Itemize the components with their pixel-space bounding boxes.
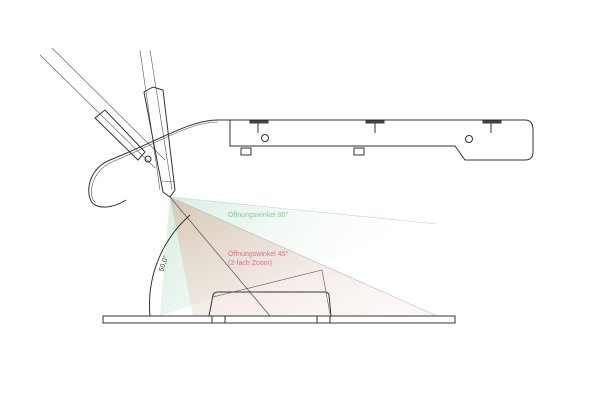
camera-head: [143, 86, 176, 198]
base-plate: [102, 315, 456, 324]
fov-90-label: Öffnungswinkel 90°: [228, 211, 288, 219]
top-housing: [218, 119, 534, 161]
mount-bracket: [88, 119, 219, 208]
screw-icons: [249, 120, 502, 133]
housing-hole: [261, 134, 269, 142]
mount-bracket-inner: [91, 121, 219, 204]
angle-arc: [149, 214, 191, 317]
camera-arm-edge: [139, 49, 161, 191]
fov-45-sublabel: (2-fach Zoom): [228, 260, 272, 267]
left-arm-edge: [51, 47, 166, 161]
foot-1: [240, 147, 252, 156]
foot-2: [353, 147, 365, 156]
holder-foot-right: [316, 315, 331, 324]
camera-lens-edge: [161, 180, 176, 183]
camera-arm-edge: [149, 49, 173, 191]
document-holder-tilted-edge: [212, 269, 331, 315]
housing-hole: [465, 135, 473, 143]
fov-90-upper-ray: [169, 196, 438, 225]
fov-45-lower-ray: [169, 196, 438, 317]
arm-joint-left: [94, 109, 146, 161]
left-arm-edge: [39, 54, 156, 169]
fov-45-label: Öffnungswinkel 45°: [228, 250, 288, 258]
bracket-screw: [144, 155, 152, 163]
document-holder: [208, 291, 332, 317]
holder-foot-left: [211, 315, 226, 324]
optical-axis: [169, 196, 271, 317]
